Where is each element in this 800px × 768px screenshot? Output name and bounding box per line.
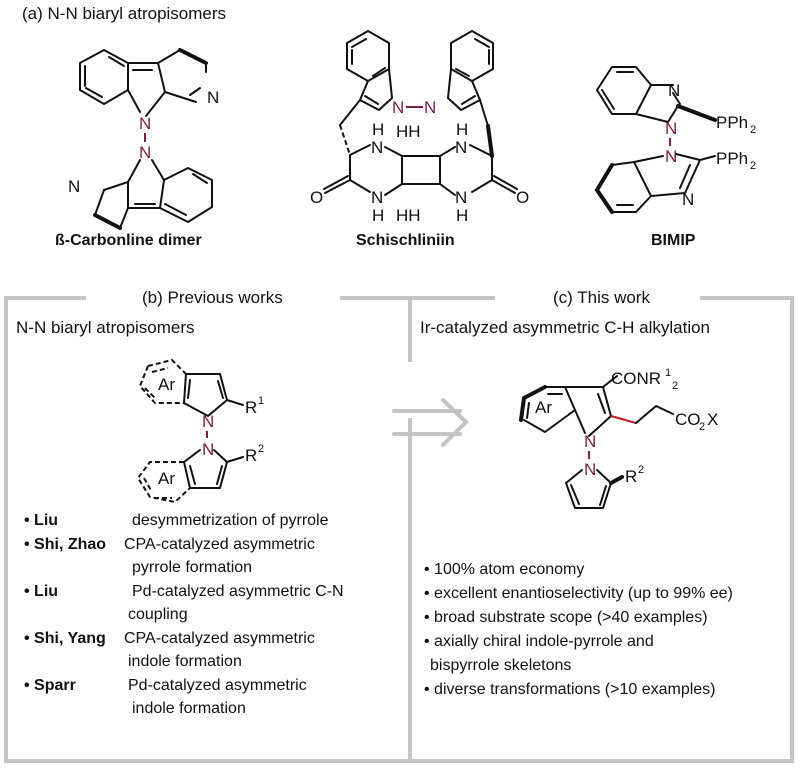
- nh-atom-4: N: [455, 188, 467, 207]
- nh-atom-1: N: [371, 138, 383, 157]
- svg-text:2: 2: [638, 464, 644, 476]
- entry-description: Pd-catalyzed asymmetric: [128, 676, 307, 694]
- n-atom-indole: N: [584, 432, 596, 451]
- panel-b-subtitle: N-N biaryl atropisomers: [16, 318, 195, 337]
- beta-carboline-dimer-structure: N N N N: [68, 48, 219, 230]
- panel-a-title: (a) N-N biaryl atropisomers: [22, 4, 227, 23]
- n-atom-bottom: N: [665, 147, 677, 166]
- highlight-item: • excellent enantioselectivity (up to 99…: [424, 585, 733, 602]
- n-atom-pyrrole: N: [584, 460, 596, 479]
- pph2-bottom: PPh: [716, 149, 748, 168]
- n-atom-left: N: [392, 98, 404, 117]
- h-atom-3: H: [456, 120, 468, 139]
- entry-description-cont: pyrrole formation: [132, 559, 253, 576]
- entry-author: • Shi, Yang: [24, 629, 106, 647]
- n-atom-bottom: N: [139, 143, 151, 162]
- previous-works-list: • Liu desymmetrization of pyrrole • Shi,…: [24, 509, 344, 721]
- pyridine-n-atom-bottom: N: [68, 177, 80, 196]
- bimip-structure: N PPh 2 N N N PPh 2: [594, 66, 756, 214]
- entry-author: • Shi, Zhao: [24, 535, 107, 553]
- svg-text:1: 1: [665, 367, 671, 379]
- entry-author: • Liu: [24, 512, 59, 529]
- entry-description-cont: coupling: [128, 606, 188, 623]
- hh-atom-top: HH: [396, 122, 421, 141]
- compound-name-2: Schischliniin: [356, 232, 455, 249]
- panel-c-subtitle: Ir-catalyzed asymmetric C-H alkylation: [420, 318, 711, 337]
- ar-label-top: Ar: [158, 375, 175, 394]
- entry-description: desymmetrization of pyrrole: [132, 512, 329, 529]
- this-work-highlights: • 100% atom economy • excellent enantios…: [424, 558, 733, 702]
- entry-author: • Sparr: [24, 676, 76, 694]
- hh-atom-bottom: HH: [396, 206, 421, 225]
- h-atom-2: H: [372, 206, 384, 225]
- highlight-item-cont: bispyrrole skeletons: [430, 657, 572, 674]
- svg-text:2: 2: [750, 160, 756, 172]
- co2x-label: CO: [675, 410, 701, 429]
- benzene-double-bonds: [84, 56, 125, 98]
- entry-description-cont: indole formation: [128, 653, 242, 670]
- n-atom-top: N: [139, 114, 151, 133]
- entry-liu-2: • Liu Pd-catalyzed asymmetric C-N: [24, 580, 344, 604]
- compound-name-1: ß-Carbonline dimer: [55, 232, 202, 249]
- benzene-ring: [79, 49, 129, 105]
- n-atom-bottom: N: [202, 440, 214, 459]
- entry-author: • Liu: [24, 582, 59, 600]
- pyridine-n-atom: N: [207, 88, 219, 107]
- n-atom: N: [668, 81, 680, 100]
- entry-shi-zhao: • Shi, Zhao CPA-catalyzed asymmetric: [24, 533, 344, 557]
- entry-description-cont: indole formation: [132, 700, 246, 717]
- highlight-item: • 100% atom economy: [424, 561, 585, 578]
- n-atom-top: N: [202, 412, 214, 431]
- benzene-ring-bottom: [127, 167, 213, 223]
- r2-label: R: [625, 467, 637, 486]
- schischliniin-structure: N N O N H N H HH HH N H N H O: [310, 30, 529, 225]
- entry-shi-yang: • Shi, Yang CPA-catalyzed asymmetric: [24, 627, 344, 651]
- highlight-item: • broad substrate scope (>40 examples): [424, 609, 708, 626]
- entry-liu-1: • Liu desymmetrization of pyrrole: [24, 509, 344, 533]
- panel-c-frame: [410, 296, 794, 763]
- svg-text:2: 2: [258, 443, 264, 455]
- n-atom-right: N: [424, 98, 436, 117]
- compound-name-3: BIMIP: [651, 232, 696, 249]
- pph2-top: PPh: [716, 113, 748, 132]
- pyrrole-ring: [127, 62, 166, 117]
- new-cc-bond: [610, 415, 637, 424]
- pyridine-ring-bottom: [94, 181, 129, 229]
- entry-description: CPA-catalyzed asymmetric: [124, 629, 315, 647]
- o-atom-left: O: [310, 188, 323, 207]
- nh-atom-2: N: [371, 188, 383, 207]
- retrosynthesis-arrow-icon: [392, 398, 469, 447]
- n-atom-top: N: [665, 119, 677, 138]
- panel-c-title: (c) This work: [553, 288, 650, 307]
- conr-label: CONR: [611, 369, 661, 388]
- r2-label: R: [245, 446, 257, 465]
- h-atom-4: H: [456, 206, 468, 225]
- r1-label: R: [245, 398, 257, 417]
- o-atom-right: O: [516, 188, 529, 207]
- entry-description: CPA-catalyzed asymmetric: [124, 535, 315, 553]
- ar-label: Ar: [535, 398, 552, 417]
- ar-label-bottom: Ar: [158, 469, 175, 488]
- entry-sparr: • Sparr Pd-catalyzed asymmetric: [24, 674, 344, 698]
- previous-works-structure: Ar R 1 N N R 2 Ar: [136, 358, 264, 504]
- nh-atom-3: N: [455, 138, 467, 157]
- highlight-item: • diverse transformations (>10 examples): [424, 681, 716, 698]
- h-atom-1: H: [372, 120, 384, 139]
- this-work-structure: Ar CONR 1 2 CO 2 X N N R 2: [519, 367, 718, 509]
- svg-text:2: 2: [750, 124, 756, 136]
- entry-description: Pd-catalyzed asymmetric C-N: [132, 582, 344, 600]
- highlight-item: • axially chiral indole-pyrrole and: [424, 633, 654, 650]
- n-atom-2: N: [682, 190, 694, 209]
- svg-text:X: X: [707, 410, 718, 429]
- svg-text:1: 1: [258, 395, 264, 407]
- svg-text:2: 2: [699, 421, 705, 433]
- panel-b-title: (b) Previous works: [142, 288, 283, 307]
- svg-text:2: 2: [672, 380, 678, 392]
